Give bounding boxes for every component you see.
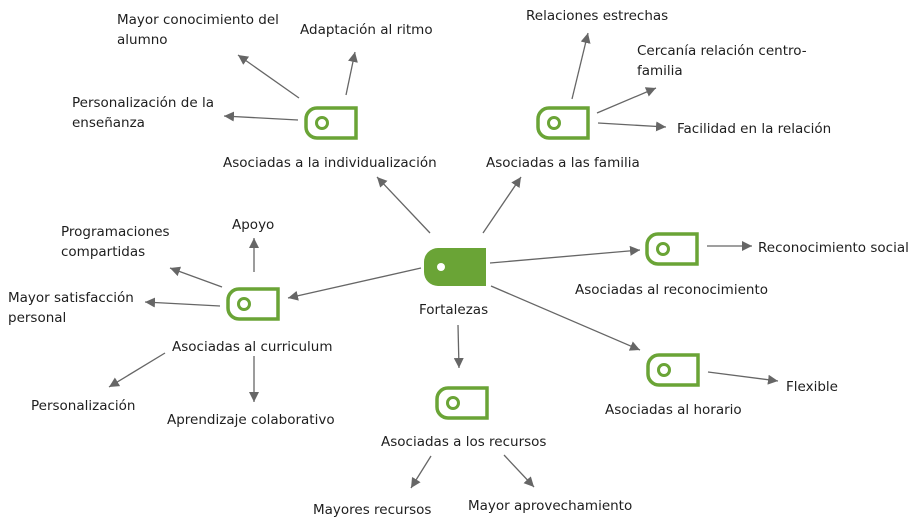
recursos-to-aprovechamiento-arrow: [503, 454, 535, 488]
individualizacion-to-adaptacion-arrow: [345, 51, 358, 96]
fortalezas-to-reconocimiento-arrow: [489, 245, 641, 264]
curriculum-to-programaciones-arrow: [169, 266, 223, 288]
leaf-mayores-recursos: Mayores recursos: [313, 502, 432, 518]
reconocimiento-label: Asociadas al reconocimiento: [575, 282, 769, 298]
leaf-flexible: Flexible: [786, 379, 838, 395]
fortalezas-label: Fortalezas: [419, 302, 489, 318]
leaf-personalizacion: Personalización: [31, 398, 136, 414]
fortalezas-to-recursos-arrow: [453, 324, 464, 369]
curriculum-to-personalizacion-arrow: [108, 352, 166, 388]
horario-tag-icon[interactable]: [646, 353, 700, 387]
familia-tag-icon[interactable]: [536, 106, 590, 140]
individualizacion-to-conocimiento-arrow: [237, 54, 300, 99]
familia-to-relaciones-arrow: [571, 32, 591, 100]
leaf-apoyo: Apoyo: [232, 217, 275, 233]
leaf-aprendizaje: Aprendizaje colaborativo: [167, 412, 335, 428]
curriculum-to-satisfaccion-arrow: [144, 297, 221, 308]
reconocimiento-tag-icon[interactable]: [645, 232, 699, 266]
leaf-adaptacion-ritmo: Adaptación al ritmo: [300, 22, 433, 38]
fortalezas-to-horario-arrow: [490, 285, 641, 351]
leaf-facilidad: Facilidad en la relación: [677, 121, 832, 137]
leaf-reconocimiento-social: Reconocimiento social: [758, 240, 909, 256]
fortalezas-to-familia-arrow: [482, 176, 522, 234]
familia-to-facilidad-arrow: [597, 121, 667, 132]
recursos-label: Asociadas a los recursos: [381, 434, 547, 450]
individualizacion-tag-icon[interactable]: [304, 106, 358, 140]
curriculum-label: Asociadas al curriculum: [172, 339, 333, 355]
leaf-relaciones-estrechas: Relaciones estrechas: [526, 8, 669, 24]
leaf-mayor-aprovechamiento: Mayor aprovechamiento: [468, 498, 633, 514]
familia-to-cercania-arrow: [596, 87, 657, 114]
horario-to-flexible-arrow: [707, 371, 779, 385]
horario-label: Asociadas al horario: [605, 402, 742, 418]
fortalezas-to-individualizacion-arrow: [376, 176, 431, 234]
leaf-cercania: Cercanía relación centro-familia: [637, 43, 807, 79]
individualizacion-to-personalizacion-ens-arrow: [223, 111, 299, 122]
familia-label: Asociadas a las familia: [486, 155, 640, 171]
individualizacion-label: Asociadas a la individualización: [223, 155, 437, 171]
recursos-tag-icon[interactable]: [435, 386, 489, 420]
fortalezas-to-curriculum-arrow: [287, 267, 422, 301]
fortalezas-tag-icon[interactable]: [424, 248, 486, 286]
recursos-to-mayores-arrow: [410, 455, 432, 489]
curriculum-tag-icon[interactable]: [226, 287, 280, 321]
